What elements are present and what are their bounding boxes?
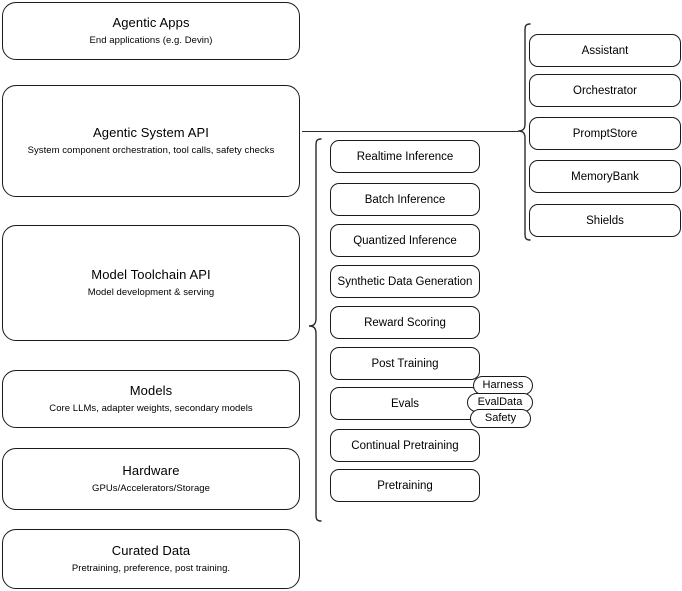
agentic-component-assistant[interactable]: Assistant — [529, 34, 681, 67]
agentic-component-orchestrator[interactable]: Orchestrator — [529, 74, 681, 107]
layer-title: Agentic System API — [93, 125, 209, 140]
toolchain-item-realtime-inference[interactable]: Realtime Inference — [330, 140, 480, 173]
toolchain-item-label: Quantized Inference — [353, 234, 457, 247]
eval-pill-label: Harness — [482, 379, 524, 391]
agentic-component-label: MemoryBank — [571, 170, 639, 183]
agentic-component-memorybank[interactable]: MemoryBank — [529, 160, 681, 193]
toolchain-item-continual-pretraining[interactable]: Continual Pretraining — [330, 429, 480, 462]
eval-pill-safety[interactable]: Safety — [470, 409, 531, 428]
toolchain-item-quantized-inference[interactable]: Quantized Inference — [330, 224, 480, 257]
toolchain-item-label: Batch Inference — [364, 193, 446, 206]
layer-subtitle: Model development & serving — [87, 287, 215, 298]
toolchain-item-label: Synthetic Data Generation — [337, 275, 473, 288]
layer-subtitle: GPUs/Accelerators/Storage — [92, 483, 210, 494]
layer-title: Models — [129, 383, 173, 398]
toolchain-item-reward-scoring[interactable]: Reward Scoring — [330, 306, 480, 339]
layer-title: Hardware — [122, 463, 180, 478]
eval-pill-harness[interactable]: Harness — [473, 376, 533, 395]
agentic-component-promptstore[interactable]: PromptStore — [529, 117, 681, 150]
layer-subtitle: Pretraining, preference, post training. — [71, 563, 231, 574]
layer-subtitle: Core LLMs, adapter weights, secondary mo… — [49, 403, 253, 414]
agentic-component-label: Shields — [586, 214, 624, 227]
eval-pill-label: EvalData — [477, 396, 523, 408]
bracket-model-toolchain — [307, 138, 323, 522]
layer-subtitle: System component orchestration, tool cal… — [27, 145, 275, 156]
layer-models[interactable]: Models Core LLMs, adapter weights, secon… — [2, 370, 300, 428]
toolchain-item-label: Evals — [390, 397, 420, 410]
toolchain-item-synthetic-data-generation[interactable]: Synthetic Data Generation — [330, 265, 480, 298]
layer-title: Agentic Apps — [112, 15, 190, 30]
eval-pill-label: Safety — [484, 412, 517, 424]
toolchain-item-evals[interactable]: Evals — [330, 387, 480, 420]
toolchain-item-label: Pretraining — [377, 479, 433, 492]
toolchain-item-label: Reward Scoring — [364, 316, 446, 329]
layer-title: Curated Data — [111, 543, 191, 558]
toolchain-item-label: Post Training — [371, 357, 439, 370]
toolchain-item-label: Realtime Inference — [356, 150, 454, 163]
agentic-component-label: Orchestrator — [573, 84, 637, 97]
layer-agentic-system-api[interactable]: Agentic System API System component orch… — [2, 85, 300, 197]
agentic-component-label: PromptStore — [572, 127, 638, 140]
layer-curated-data[interactable]: Curated Data Pretraining, preference, po… — [2, 529, 300, 589]
connector-line-agentic-system-api — [302, 131, 518, 132]
eval-pill-evaldata[interactable]: EvalData — [467, 393, 533, 412]
layer-subtitle: End applications (e.g. Devin) — [89, 35, 213, 46]
toolchain-item-batch-inference[interactable]: Batch Inference — [330, 183, 480, 216]
agentic-component-label: Assistant — [581, 44, 629, 57]
toolchain-item-post-training[interactable]: Post Training — [330, 347, 480, 380]
toolchain-item-pretraining[interactable]: Pretraining — [330, 469, 480, 502]
layer-title: Model Toolchain API — [91, 267, 211, 282]
layer-agentic-apps[interactable]: Agentic Apps End applications (e.g. Devi… — [2, 2, 300, 60]
layer-model-toolchain-api[interactable]: Model Toolchain API Model development & … — [2, 225, 300, 341]
layer-hardware[interactable]: Hardware GPUs/Accelerators/Storage — [2, 448, 300, 510]
agentic-component-shields[interactable]: Shields — [529, 204, 681, 237]
toolchain-item-label: Continual Pretraining — [351, 439, 459, 452]
